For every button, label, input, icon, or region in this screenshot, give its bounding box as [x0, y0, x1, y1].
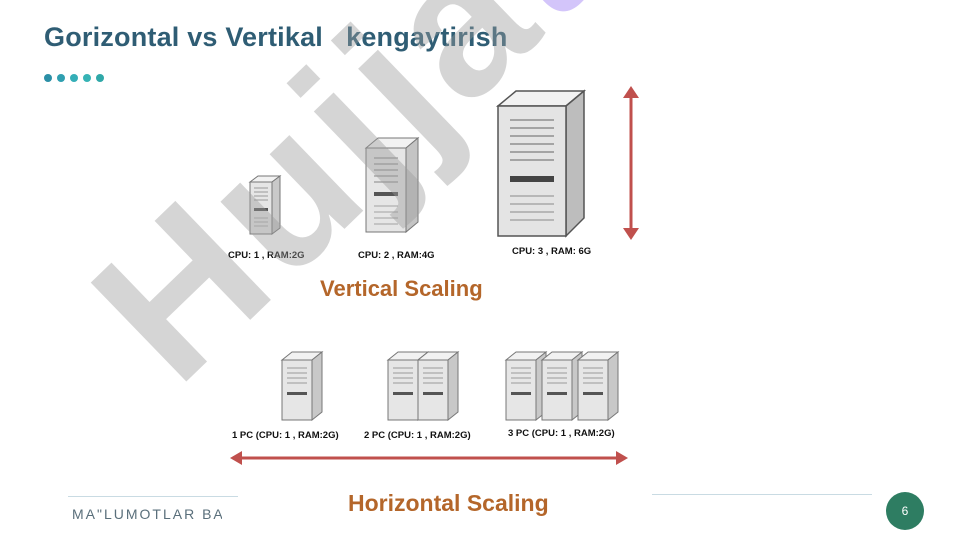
vertical-arrow	[623, 86, 639, 240]
accent-dot	[96, 74, 104, 82]
server-icon	[248, 175, 282, 235]
footer-divider-right	[652, 494, 872, 495]
server-icon	[364, 136, 420, 234]
page-number-badge: 6	[886, 492, 924, 530]
server-icon	[495, 89, 587, 238]
footer-text: MA"LUMOTLAR BAZASI	[72, 506, 222, 522]
horizontal-caption-2: 2 PC (CPU: 1 , RAM:2G)	[364, 430, 471, 441]
slide-title: Gorizontal vs Vertikal kengaytirish	[44, 22, 508, 52]
server-icon	[540, 350, 584, 422]
vertical-scaling-label: Vertical Scaling	[320, 276, 483, 301]
vertical-caption-1: CPU: 1 , RAM:2G	[228, 250, 305, 261]
vertical-caption-3: CPU: 3 , RAM: 6G	[512, 246, 592, 257]
accent-dot	[44, 74, 52, 82]
footer-divider-left	[68, 496, 238, 497]
horizontal-caption-1: 1 PC (CPU: 1 , RAM:2G)	[232, 430, 339, 441]
vertical-caption-2: CPU: 2 , RAM:4G	[358, 250, 435, 261]
accent-dot	[83, 74, 91, 82]
title-accent-dots	[44, 74, 104, 82]
server-icon	[576, 350, 620, 422]
server-icon	[280, 350, 324, 422]
accent-dot	[70, 74, 78, 82]
horizontal-arrow	[230, 451, 628, 465]
horizontal-scaling-label: Horizontal Scaling	[348, 490, 549, 516]
server-icon	[416, 350, 460, 422]
accent-dot	[57, 74, 65, 82]
horizontal-caption-3: 3 PC (CPU: 1 , RAM:2G)	[508, 428, 615, 439]
